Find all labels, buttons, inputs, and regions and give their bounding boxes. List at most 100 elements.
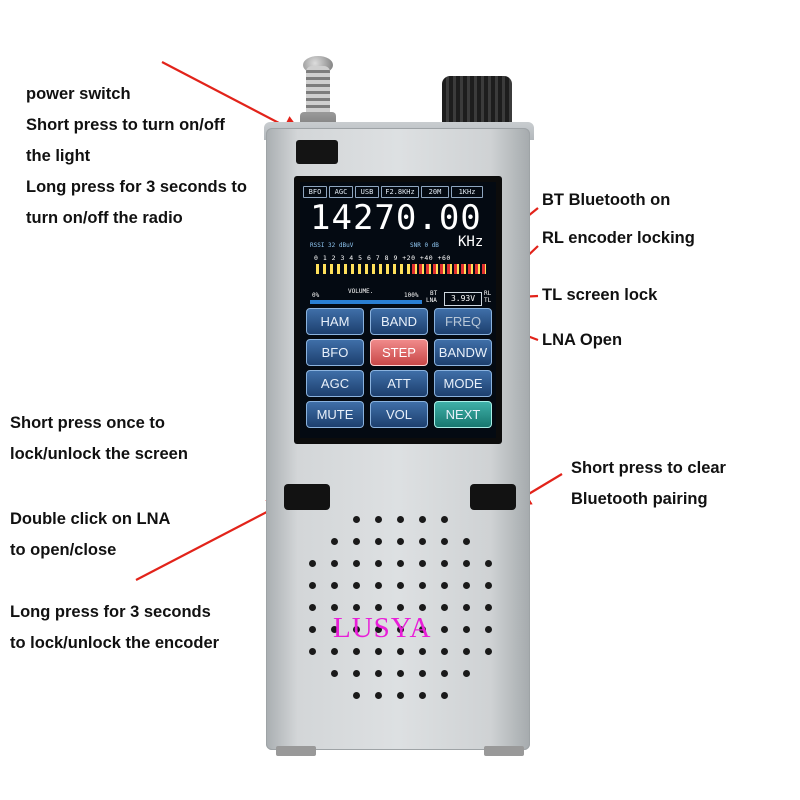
- key-att[interactable]: ATT: [370, 370, 428, 397]
- chip-mode: USB: [355, 186, 379, 198]
- battery-voltage: 3.93V: [444, 292, 482, 306]
- speaker-hole: [375, 648, 382, 655]
- key-vol[interactable]: VOL: [370, 401, 428, 428]
- note-line: Short press to clear: [571, 459, 726, 477]
- speaker-hole: [397, 648, 404, 655]
- speaker-hole: [309, 582, 316, 589]
- key-ham[interactable]: HAM: [306, 308, 364, 335]
- encoder-lock-note: Long press for 3 seconds to lock/unlock …: [10, 597, 219, 659]
- speaker-hole: [375, 560, 382, 567]
- speaker-hole: [485, 604, 492, 611]
- speaker-hole: [331, 604, 338, 611]
- note-line: to open/close: [10, 541, 117, 559]
- lna-indicator: LNA: [426, 297, 437, 304]
- speaker-hole: [397, 670, 404, 677]
- key-next[interactable]: NEXT: [434, 401, 492, 428]
- key-step[interactable]: STEP: [370, 339, 428, 366]
- chip-band: 20M: [421, 186, 449, 198]
- key-band[interactable]: BAND: [370, 308, 428, 335]
- radio-screen[interactable]: BFO AGC USB F2.8KHz 20M 1KHz 14270.00 KH…: [300, 182, 496, 438]
- tl-indicator: TL: [484, 297, 492, 304]
- speaker-hole: [375, 604, 382, 611]
- speaker-hole: [419, 626, 426, 633]
- note-line: Short press to turn on/off: [26, 116, 225, 134]
- speaker-hole: [419, 538, 426, 545]
- speaker-hole: [397, 560, 404, 567]
- note-line: turn on/off the radio: [26, 209, 183, 227]
- signal-scale: 0 1 2 3 4 5 6 7 8 9 +20 +40 +60: [314, 254, 451, 262]
- key-bfo[interactable]: BFO: [306, 339, 364, 366]
- frequency-display: 14270.00: [310, 198, 482, 238]
- speaker-hole: [419, 648, 426, 655]
- speaker-hole: [441, 604, 448, 611]
- note-line: Long press for 3 seconds to: [26, 178, 247, 196]
- speaker-hole: [309, 560, 316, 567]
- speaker-hole: [419, 670, 426, 677]
- speaker-hole: [331, 538, 338, 545]
- speaker-hole: [331, 648, 338, 655]
- speaker-hole: [331, 626, 338, 633]
- speaker-grille: [300, 510, 500, 730]
- speaker-hole: [331, 670, 338, 677]
- snr-readout: SNR 0 dB: [410, 242, 439, 249]
- power-switch-note: power switch Short press to turn on/off …: [26, 79, 247, 234]
- key-freq[interactable]: FREQ: [434, 308, 492, 335]
- bluetooth-clear-note: Short press to clear Bluetooth pairing: [571, 453, 726, 515]
- speaker-hole: [353, 648, 360, 655]
- speaker-hole: [331, 582, 338, 589]
- speaker-hole: [353, 560, 360, 567]
- signal-meter-peak: [412, 264, 486, 274]
- speaker-hole: [463, 538, 470, 545]
- signal-meter: [316, 264, 486, 274]
- brand-logo: LUSYA: [333, 612, 432, 644]
- speaker-hole: [485, 582, 492, 589]
- speaker-hole: [419, 582, 426, 589]
- note-line: the light: [26, 147, 91, 165]
- tl-note: TL screen lock: [542, 286, 658, 304]
- note-line: lock/unlock the screen: [10, 445, 188, 463]
- left-button[interactable]: [284, 484, 330, 510]
- speaker-hole: [375, 516, 382, 523]
- speaker-hole: [353, 516, 360, 523]
- volume-max: 100%: [404, 292, 419, 299]
- speaker-hole: [353, 626, 360, 633]
- speaker-hole: [353, 582, 360, 589]
- speaker-hole: [485, 560, 492, 567]
- bt-note: BT Bluetooth on: [542, 191, 671, 209]
- speaker-hole: [419, 604, 426, 611]
- key-mute[interactable]: MUTE: [306, 401, 364, 428]
- speaker-hole: [419, 692, 426, 699]
- volume-min: 0%: [312, 292, 320, 299]
- speaker-hole: [463, 604, 470, 611]
- speaker-hole: [331, 560, 338, 567]
- speaker-hole: [353, 538, 360, 545]
- rssi-readout: RSSI 32 dBuV: [310, 242, 354, 249]
- note-line: to lock/unlock the encoder: [10, 634, 220, 652]
- speaker-hole: [309, 604, 316, 611]
- speaker-hole: [441, 626, 448, 633]
- speaker-hole: [441, 648, 448, 655]
- speaker-hole: [441, 692, 448, 699]
- speaker-hole: [353, 692, 360, 699]
- note-line: Double click on LNA: [10, 510, 171, 528]
- chip-agc: AGC: [329, 186, 353, 198]
- key-bandw[interactable]: BANDW: [434, 339, 492, 366]
- right-button[interactable]: [470, 484, 516, 510]
- chip-bfo: BFO: [303, 186, 327, 198]
- key-agc[interactable]: AGC: [306, 370, 364, 397]
- speaker-hole: [441, 538, 448, 545]
- speaker-hole: [441, 516, 448, 523]
- note-line: Long press for 3 seconds: [10, 603, 211, 621]
- key-mode[interactable]: MODE: [434, 370, 492, 397]
- device-foot-right: [484, 746, 524, 756]
- volume-label: VOLUME.: [348, 288, 374, 295]
- speaker-hole: [375, 538, 382, 545]
- speaker-hole: [397, 692, 404, 699]
- speaker-hole: [485, 648, 492, 655]
- power-button[interactable]: [296, 140, 338, 164]
- note-line: Bluetooth pairing: [571, 490, 708, 508]
- speaker-hole: [485, 626, 492, 633]
- rl-indicator: RL: [484, 290, 492, 297]
- lna-note: LNA Open: [542, 331, 623, 349]
